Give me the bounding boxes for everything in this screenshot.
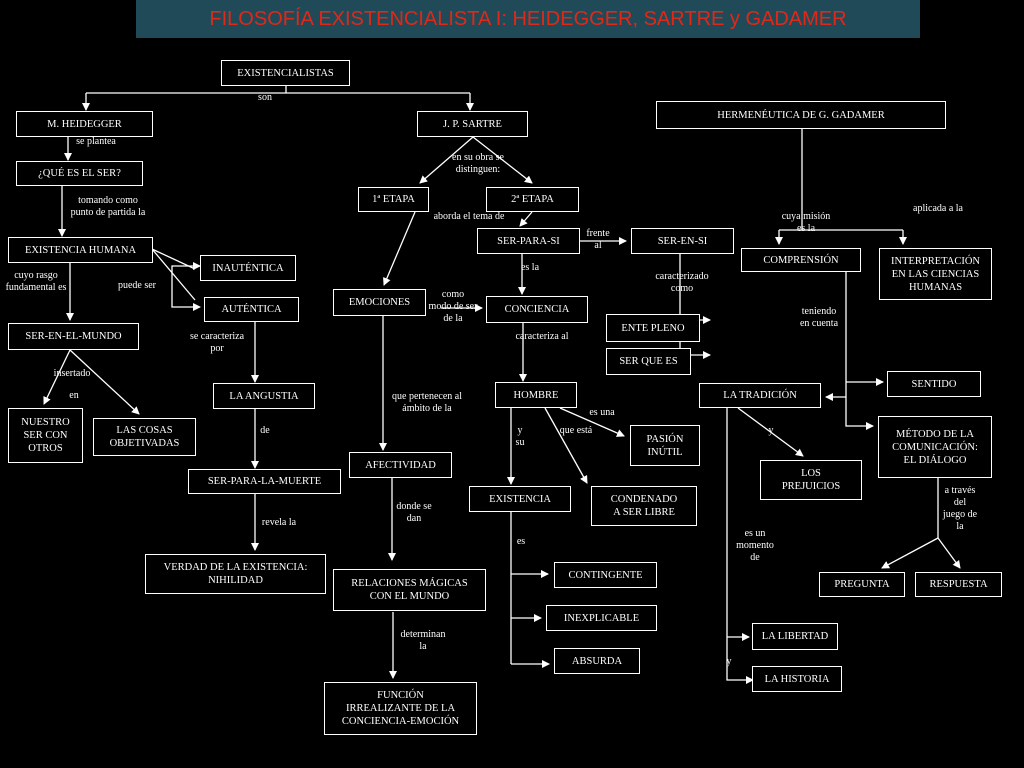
- label-y-historia: y: [726, 656, 732, 667]
- node-afectividad: AFECTIVIDAD: [349, 452, 452, 478]
- label-que-esta: que está: [559, 425, 593, 436]
- label-tomando-como: tomando como punto de partida la: [70, 195, 146, 218]
- node-sentido: SENTIDO: [887, 371, 981, 397]
- node-inexplicable: INEXPLICABLE: [546, 605, 657, 631]
- node-cosas-objetivadas: LAS COSAS OBJETIVADAS: [93, 418, 196, 456]
- node-hombre: HOMBRE: [495, 382, 577, 408]
- node-segunda-etapa: 2ª ETAPA: [486, 187, 579, 212]
- label-es-una: es una: [589, 407, 615, 418]
- node-metodo-comunicacion: MÉTODO DE LA COMUNICACIÓN: EL DIÁLOGO: [878, 416, 992, 478]
- node-primera-etapa: 1ª ETAPA: [358, 187, 429, 212]
- node-comprension: COMPRENSIÓN: [741, 248, 861, 272]
- node-pregunta: PREGUNTA: [819, 572, 905, 597]
- node-que-es-el-ser: ¿QUÉ ES EL SER?: [16, 161, 143, 186]
- label-es-la: es la: [520, 262, 540, 273]
- label-aplicada-a-la: aplicada a la: [913, 203, 963, 214]
- node-existencia-humana: EXISTENCIA HUMANA: [8, 237, 153, 263]
- label-frente-al: frente al: [586, 228, 610, 251]
- node-existencialistas: EXISTENCIALISTAS: [221, 60, 350, 86]
- node-verdad-nihilidad: VERDAD DE LA EXISTENCIA: NIHILIDAD: [145, 554, 326, 594]
- node-gadamer: HERMENÉUTICA DE G. GADAMER: [656, 101, 946, 129]
- label-en: en: [69, 390, 79, 401]
- label-que-pertenecen: que pertenecen al ámbito de la: [392, 391, 462, 414]
- node-ente-pleno: ENTE PLENO: [606, 314, 700, 342]
- label-se-caracteriza: se caracteriza por: [189, 331, 245, 354]
- label-aborda-el-tema: aborda el tema de: [433, 211, 505, 222]
- node-conciencia: CONCIENCIA: [486, 296, 588, 323]
- label-y-su: y su: [515, 425, 525, 448]
- node-funcion-irrealizante: FUNCIÓN IRREALIZANTE DE LA CONCIENCIA-EM…: [324, 682, 477, 735]
- node-angustia: LA ANGUSTIA: [213, 383, 315, 409]
- node-ser-en-el-mundo: SER-EN-EL-MUNDO: [8, 323, 139, 350]
- node-emociones: EMOCIONES: [333, 289, 426, 316]
- node-la-historia: LA HISTORIA: [752, 666, 842, 692]
- node-pasion-inutil: PASIÓN INÚTIL: [630, 425, 700, 466]
- label-caracteriza-al: caracteriza al: [515, 331, 569, 342]
- label-son: son: [258, 92, 272, 103]
- node-sartre: J. P. SARTRE: [417, 111, 528, 137]
- node-la-tradicion: LA TRADICIÓN: [699, 383, 821, 408]
- label-cuyo-rasgo: cuyo rasgo fundamental es: [5, 270, 67, 293]
- label-de: de: [260, 425, 270, 436]
- label-es-un-momento: es un momento de: [736, 528, 774, 563]
- node-ser-que-es: SER QUE ES: [606, 348, 691, 375]
- node-ser-en-si: SER-EN-SI: [631, 228, 734, 254]
- node-heidegger: M. HEIDEGGER: [16, 111, 153, 137]
- node-relaciones-magicas: RELACIONES MÁGICAS CON EL MUNDO: [333, 569, 486, 611]
- label-es: es: [516, 536, 526, 547]
- label-revela-la: revela la: [261, 517, 297, 528]
- label-caracterizado: caracterizado como: [655, 271, 709, 294]
- label-como-modo: como modo de ser de la: [428, 289, 478, 324]
- label-a-traves-del-juego: a través del juego de la: [942, 485, 978, 532]
- node-contingente: CONTINGENTE: [554, 562, 657, 588]
- node-interpretacion: INTERPRETACIÓN EN LAS CIENCIAS HUMANAS: [879, 248, 992, 300]
- label-teniendo-en-cuenta: teniendo en cuenta: [799, 306, 839, 329]
- label-cuya-mision: cuya misión es la: [781, 211, 831, 234]
- node-respuesta: RESPUESTA: [915, 572, 1002, 597]
- node-la-libertad: LA LIBERTAD: [752, 623, 838, 650]
- label-y-prejuicios: y: [768, 425, 774, 436]
- node-nuestro-ser-con-otros: NUESTRO SER CON OTROS: [8, 408, 83, 463]
- label-insertado: insertado: [53, 368, 91, 379]
- node-ser-para-si: SER-PARA-SI: [477, 228, 580, 254]
- label-puede-ser: puede ser: [117, 280, 157, 291]
- label-se-plantea: se plantea: [76, 136, 116, 147]
- node-absurda: ABSURDA: [554, 648, 640, 674]
- label-en-su-obra: en su obra se distinguen:: [452, 152, 504, 175]
- label-donde-se-dan: donde se dan: [396, 501, 432, 524]
- node-condenado-a-ser-libre: CONDENADO A SER LIBRE: [591, 486, 697, 526]
- page-title: FILOSOFÍA EXISTENCIALISTA I: HEIDEGGER, …: [136, 0, 920, 38]
- node-inautentica: INAUTÉNTICA: [200, 255, 296, 281]
- node-ser-para-la-muerte: SER-PARA-LA-MUERTE: [188, 469, 341, 494]
- node-autentica: AUTÉNTICA: [204, 297, 299, 322]
- node-existencia: EXISTENCIA: [469, 486, 571, 512]
- label-determinan-la: determinan la: [400, 629, 446, 652]
- node-prejuicios: LOS PREJUICIOS: [760, 460, 862, 500]
